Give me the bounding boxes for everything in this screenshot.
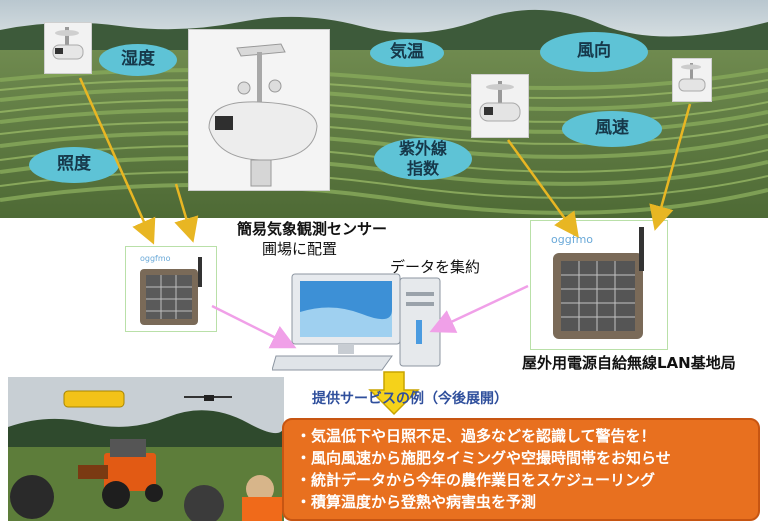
bubble-humidity: 湿度 <box>99 44 177 76</box>
service-item: ・統計データから今年の農作業日をスケジューリング <box>296 471 655 489</box>
bubble-wind-direction: 風向 <box>540 32 648 72</box>
weather-sensor-photo <box>188 29 330 191</box>
caption-collect: データを集約 <box>390 258 481 276</box>
service-item: ・風向風速から施肥タイミングや空撮時間帯をお知らせ <box>296 449 671 467</box>
drone-field-photo <box>8 377 284 521</box>
bubble-illuminance: 照度 <box>29 147 119 183</box>
sensor-photo-small-2 <box>471 74 529 138</box>
svg-text:oggfmo: oggfmo <box>140 254 171 263</box>
caption-base-station: 屋外用電源自給無線LAN基地局 <box>522 354 736 372</box>
service-item: ・積算温度から登熟や病害虫を予測 <box>296 493 537 511</box>
caption-sensor-title: 簡易気象観測センサー <box>237 220 388 238</box>
svg-text:oggfmo: oggfmo <box>551 233 593 246</box>
base-station-device: oggfmo <box>530 220 668 350</box>
sensor-photo-small-3 <box>672 58 712 102</box>
service-item: ・気温低下や日照不足、過多などを認識して警告を！ <box>296 427 656 445</box>
bubble-wind-speed: 風速 <box>562 111 662 147</box>
bubble-uv-index: 紫外線 指数 <box>374 138 472 180</box>
sensor-photo-small-1 <box>44 22 92 74</box>
caption-sensor-sub: 圃場に配置 <box>262 240 338 258</box>
computer-icon <box>272 273 441 371</box>
services-box: ・気温低下や日照不足、過多などを認識して警告を！ ・風向風速から施肥タイミングや… <box>282 418 760 521</box>
bubble-temperature: 気温 <box>370 39 444 67</box>
crop-field-photo <box>0 0 768 218</box>
services-title: 提供サービスの例（今後展開） <box>312 391 508 407</box>
sensor-device-left: oggfmo <box>125 246 217 332</box>
